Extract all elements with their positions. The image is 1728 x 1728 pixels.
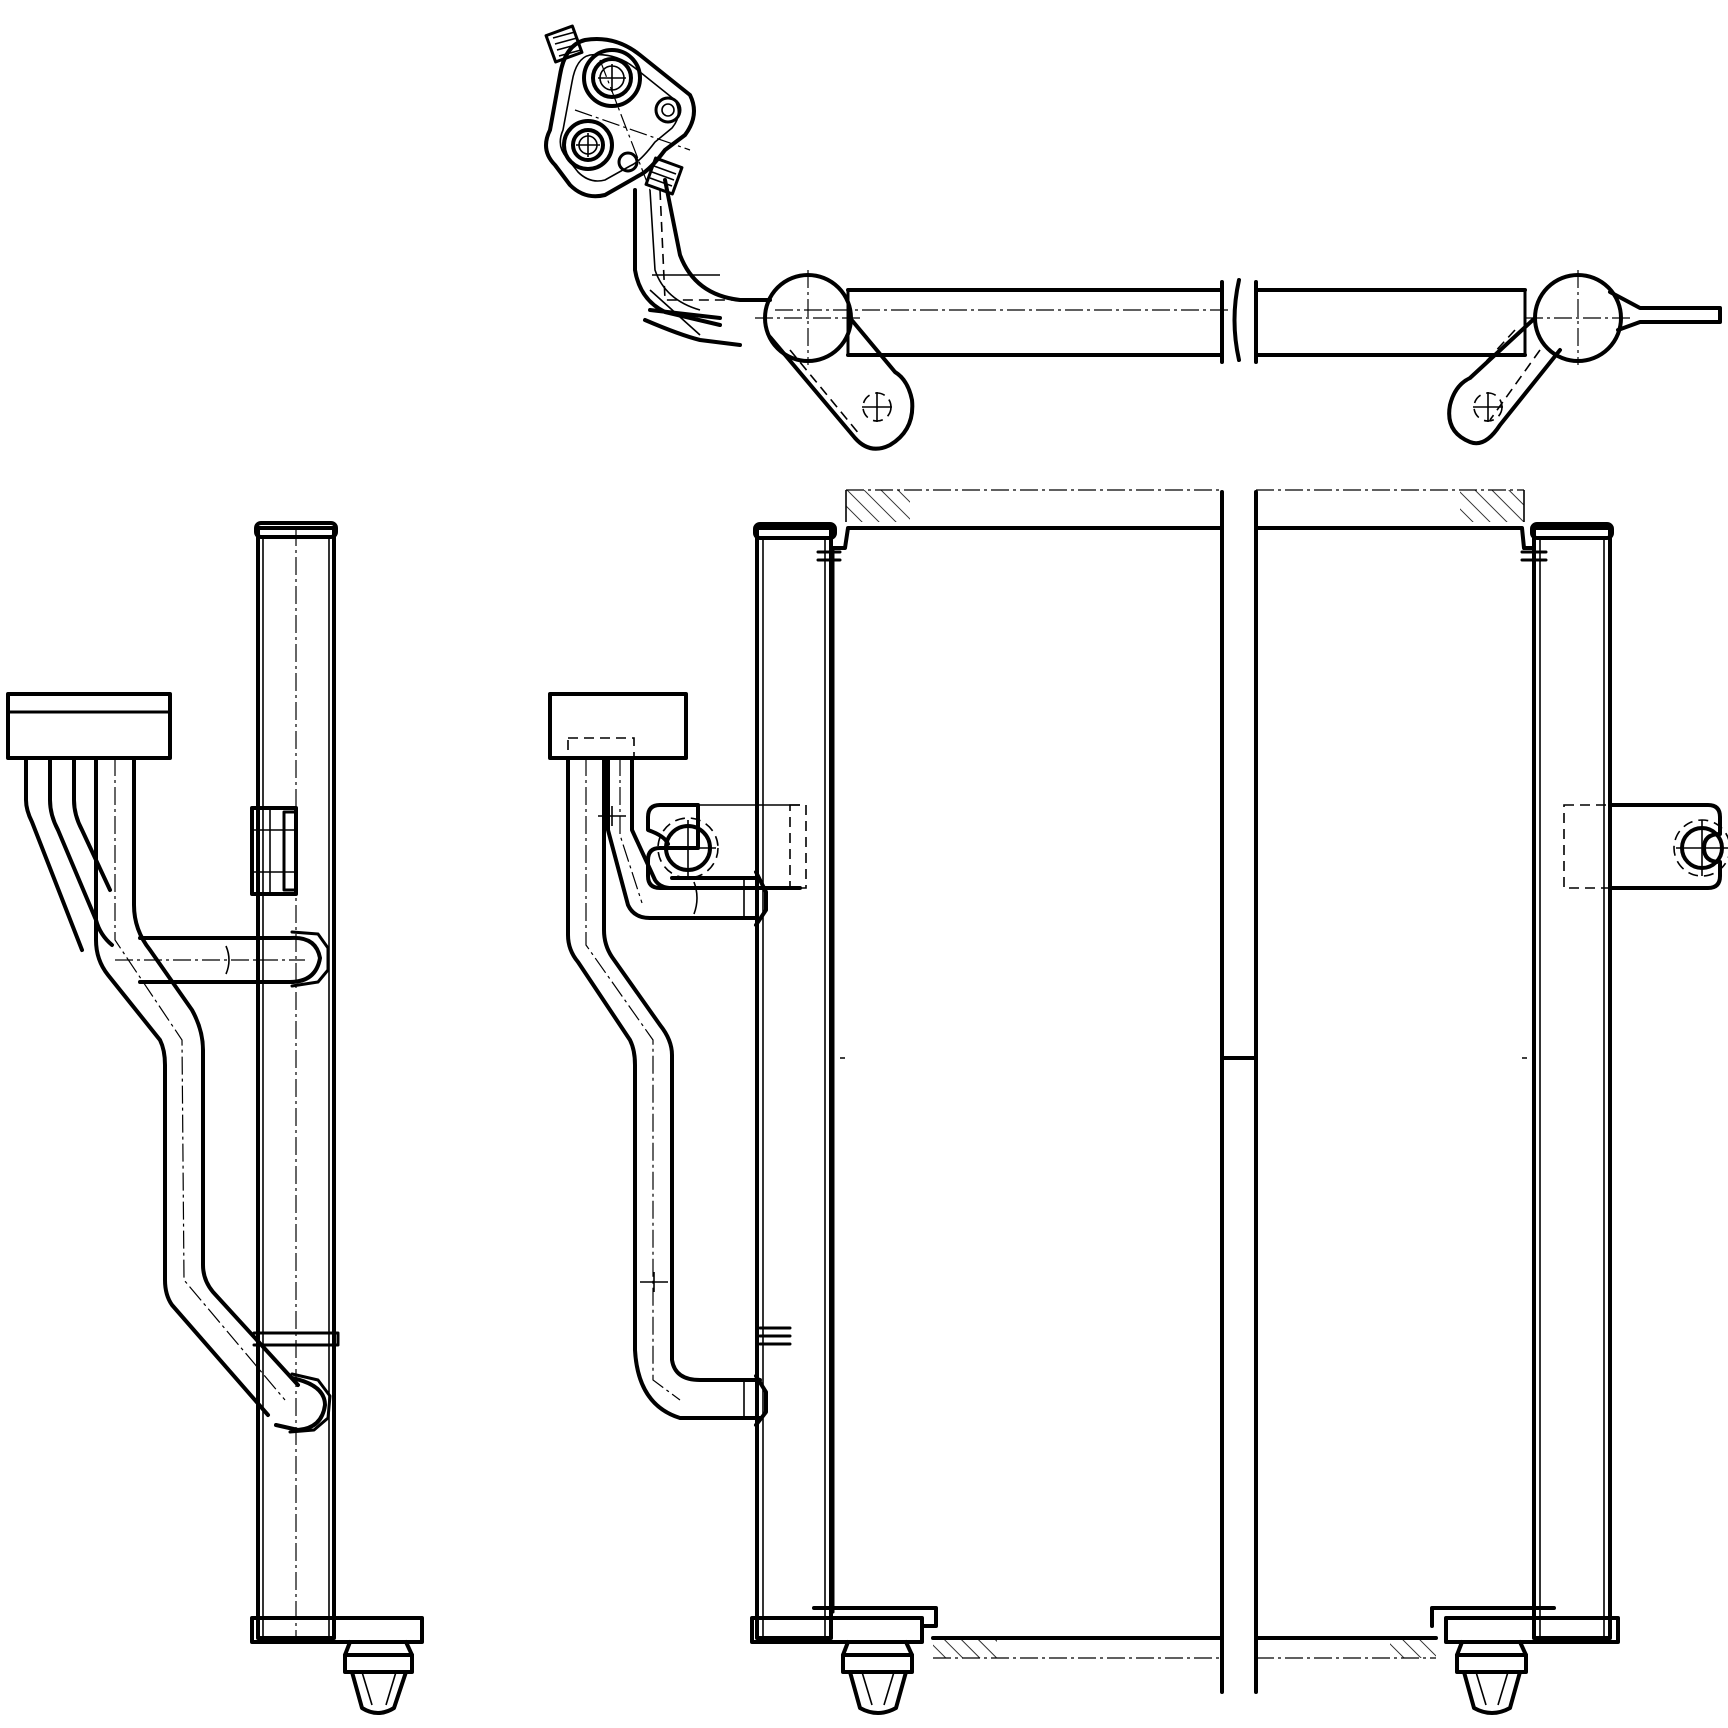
side-bottom-mount xyxy=(250,1616,424,1715)
side-header-tube xyxy=(254,521,338,1640)
side-pipes xyxy=(24,756,340,1434)
top-hatch-bars xyxy=(845,489,1525,522)
front-bottom-mount-left xyxy=(750,1606,938,1715)
front-connector-block xyxy=(548,692,688,760)
front-bottom-mount-right xyxy=(1430,1606,1620,1715)
front-left-bracket xyxy=(646,803,807,890)
port-circle-lower xyxy=(562,119,614,171)
left-header-section xyxy=(755,270,915,451)
core-top-view xyxy=(775,278,1527,364)
fitting-block xyxy=(544,24,696,199)
top-view-pipes xyxy=(633,178,772,347)
side-lower-elbow xyxy=(274,1372,332,1434)
side-connector-block xyxy=(6,692,172,760)
front-pipes xyxy=(566,756,768,1427)
front-core xyxy=(831,490,1536,1694)
front-view xyxy=(548,489,1728,1715)
bolt-hole-right xyxy=(654,96,682,124)
side-bracket xyxy=(250,806,298,896)
side-view xyxy=(6,521,424,1715)
front-right-bracket xyxy=(1563,803,1728,890)
threaded-stud-upper xyxy=(544,24,584,64)
top-view xyxy=(544,24,1722,451)
threaded-stud-lower xyxy=(644,156,684,196)
port-circle-upper xyxy=(582,48,642,108)
right-header-section xyxy=(1447,270,1722,446)
front-left-header xyxy=(753,522,842,1640)
bolt-hole-small xyxy=(617,151,639,173)
front-right-header xyxy=(1520,522,1614,1640)
